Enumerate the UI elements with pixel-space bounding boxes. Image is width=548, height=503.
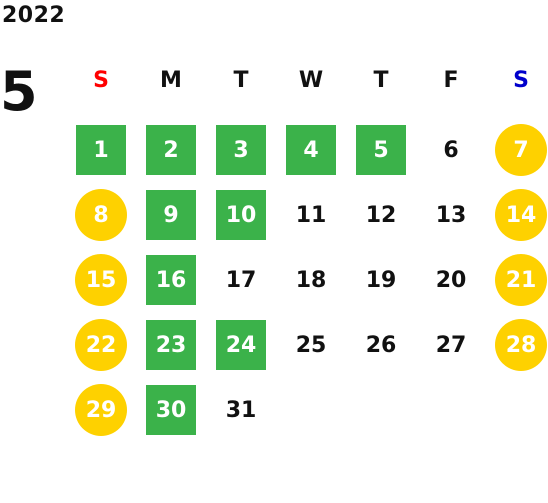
day-cell[interactable]: 10 bbox=[216, 190, 266, 240]
month-number: 5 bbox=[0, 60, 38, 123]
day-cell[interactable]: 29 bbox=[75, 384, 127, 436]
day-cell[interactable]: 6 bbox=[443, 137, 459, 163]
day-cell[interactable]: 8 bbox=[75, 189, 127, 241]
day-cell[interactable]: 23 bbox=[146, 320, 196, 370]
day-cell[interactable]: 26 bbox=[365, 332, 397, 358]
day-cell[interactable]: 31 bbox=[225, 397, 257, 423]
weekday-label-4: T bbox=[373, 68, 389, 93]
day-cell[interactable]: 30 bbox=[146, 385, 196, 435]
day-cell[interactable]: 7 bbox=[495, 124, 547, 176]
day-cell[interactable]: 12 bbox=[365, 202, 397, 228]
day-cell[interactable]: 5 bbox=[356, 125, 406, 175]
day-cell[interactable]: 21 bbox=[495, 254, 547, 306]
day-cell[interactable]: 9 bbox=[146, 190, 196, 240]
day-cell[interactable]: 1 bbox=[76, 125, 126, 175]
day-cell[interactable]: 22 bbox=[75, 319, 127, 371]
day-cell[interactable]: 15 bbox=[75, 254, 127, 306]
day-cell[interactable]: 13 bbox=[435, 202, 467, 228]
weekday-label-5: F bbox=[443, 68, 459, 93]
day-cell[interactable]: 18 bbox=[295, 267, 327, 293]
day-cell[interactable]: 4 bbox=[286, 125, 336, 175]
day-cell[interactable]: 3 bbox=[216, 125, 266, 175]
day-cell[interactable]: 17 bbox=[225, 267, 257, 293]
day-cell[interactable]: 19 bbox=[365, 267, 397, 293]
weekday-label-2: T bbox=[233, 68, 249, 93]
weekday-label-0: S bbox=[93, 68, 109, 93]
year-label: 2022 bbox=[2, 3, 66, 28]
day-cell[interactable]: 16 bbox=[146, 255, 196, 305]
day-cell[interactable]: 14 bbox=[495, 189, 547, 241]
day-cell[interactable]: 20 bbox=[435, 267, 467, 293]
weekday-label-3: W bbox=[298, 68, 324, 93]
day-cell[interactable]: 2 bbox=[146, 125, 196, 175]
day-cell[interactable]: 24 bbox=[216, 320, 266, 370]
weekday-label-1: M bbox=[160, 68, 182, 93]
day-cell[interactable]: 11 bbox=[295, 202, 327, 228]
day-cell[interactable]: 25 bbox=[295, 332, 327, 358]
weekday-label-6: S bbox=[513, 68, 529, 93]
day-cell[interactable]: 28 bbox=[495, 319, 547, 371]
day-cell[interactable]: 27 bbox=[435, 332, 467, 358]
